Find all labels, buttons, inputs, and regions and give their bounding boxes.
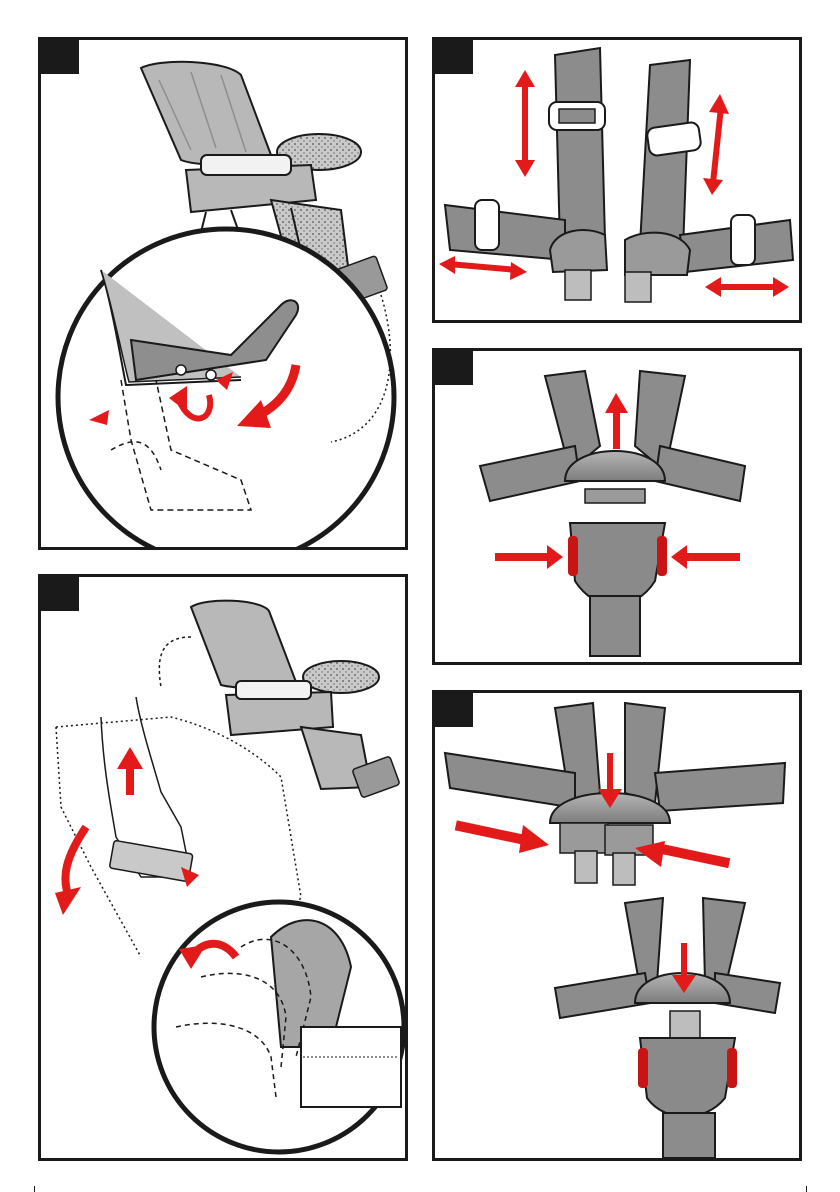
curved-arrow-icon [65,827,86,897]
harness-icon [435,351,799,662]
buckle-housing-icon [570,523,665,605]
panel-buckle-fasten [432,690,802,1161]
harness-adjust-illustration [435,40,799,320]
push-arrow-icon [519,825,549,853]
squeeze-arrow-icon [547,545,563,569]
panel-buckle-release [432,348,802,665]
shoulder-strap-icon [555,48,605,245]
up-arrow-icon [117,747,143,769]
step-badge [435,40,473,74]
crop-mark-right [806,1186,807,1192]
high-chair-icon [41,40,405,547]
buckle-housing-icon [640,1038,735,1117]
harness-icon [435,693,799,1158]
step-badge [435,693,473,727]
waist-strap-icon [445,205,565,260]
panel-seat-cover-fold [38,574,408,1161]
up-arrow-icon [605,393,628,413]
buckle-tongue-icon [550,230,607,272]
panel-seat-tray-release [38,37,408,550]
panel-harness-adjust [432,37,802,323]
step-badge [41,577,79,611]
step-badge [41,40,79,74]
crop-mark-left [34,1186,35,1192]
seat-cover-fold-illustration [41,577,405,1158]
step-badge [435,351,473,385]
high-chair-icon [191,601,400,798]
